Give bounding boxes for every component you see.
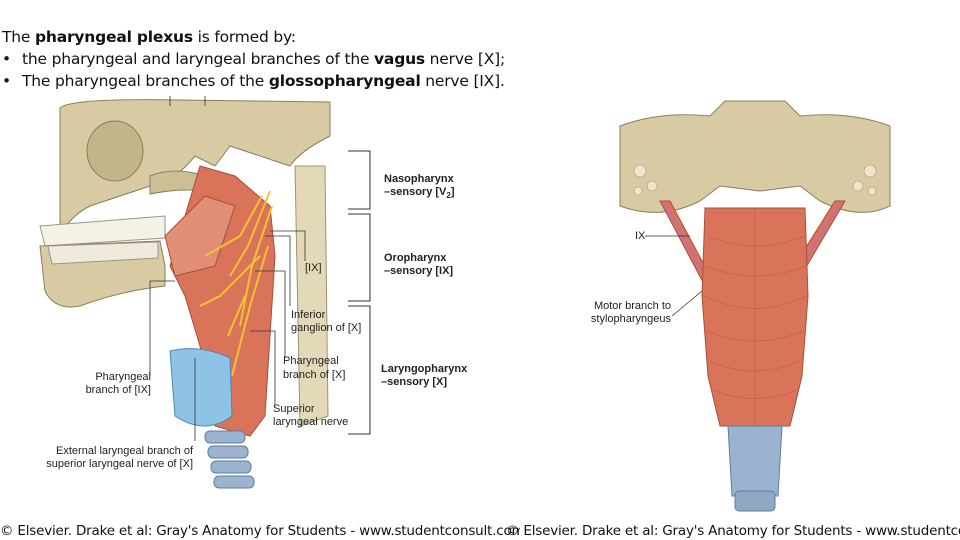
orbit-shape	[86, 120, 144, 182]
buccinator-muscle	[164, 195, 236, 277]
label-oropharynx: Oropharynx	[384, 252, 447, 264]
label-motor-branch-line2: stylopharyngeus	[590, 313, 671, 325]
heading-intro: The pharyngeal plexus is formed by:	[2, 28, 296, 46]
muscle-fibers	[704, 208, 808, 426]
heading-item-vagus: •the pharyngeal and laryngeal branches o…	[2, 50, 505, 68]
label-pharyngeal-branch-ix-line1: Pharyngeal	[95, 371, 151, 383]
label-ix-right: IX	[635, 230, 646, 242]
label-laryngopharynx-sensory: –sensory [X]	[381, 376, 448, 388]
thyroid-cartilage	[169, 348, 233, 427]
leader-motor-branch	[671, 290, 703, 317]
label-nasopharynx-sensory: –sensory [V2]	[384, 186, 455, 201]
esophagus	[727, 425, 783, 497]
label-external-laryngeal-line2: superior laryngeal nerve of [X]	[46, 458, 193, 470]
label-superior-laryngeal-line1: Superior	[273, 403, 315, 415]
trachea-end	[734, 490, 776, 512]
heading-item-glossopharyngeal: •The pharyngeal branches of the glossoph…	[2, 72, 505, 90]
label-nasopharynx: Nasopharynx	[384, 173, 454, 185]
credit-left: © Elsevier. Drake et al: Gray's Anatomy …	[0, 523, 520, 539]
credit-right: © Elsevier. Drake et al: Gray's Anatomy …	[506, 523, 960, 539]
glossopharyngeal-nerve-left	[662, 203, 710, 282]
leader-lines	[149, 96, 306, 441]
lateral-pharynx-illustration	[39, 96, 371, 489]
posterior-pharynx-illustration	[619, 100, 891, 512]
label-external-laryngeal-line1: External laryngeal branch of	[56, 445, 193, 457]
label-oropharynx-sensory: –sensory [IX]	[384, 265, 454, 277]
label-laryngopharynx: Laryngopharynx	[381, 363, 468, 375]
label-ix: [IX]	[305, 262, 322, 274]
label-inferior-ganglion-line2: ganglion of [X]	[291, 322, 362, 334]
label-motor-branch-line1: Motor branch to	[593, 300, 671, 312]
label-inferior-ganglion-line1: Inferior	[291, 309, 326, 321]
label-pharyngeal-branch-x-line2: branch of [X]	[283, 369, 346, 381]
trachea-rings	[204, 430, 255, 489]
slide-heading: The pharyngeal plexus is formed by: •the…	[2, 26, 505, 92]
lower-teeth	[47, 241, 159, 265]
cervical-vertebrae	[294, 165, 329, 427]
skull-base-shape	[619, 100, 891, 213]
region-brackets	[348, 150, 371, 435]
label-pharyngeal-branch-x-line1: Pharyngeal	[283, 355, 339, 367]
label-pharyngeal-branch-ix-line2: branch of [IX]	[85, 384, 151, 396]
nerve-fibers	[199, 190, 273, 377]
label-superior-laryngeal-line2: laryngeal nerve	[273, 416, 349, 428]
mastoid-air-cells	[633, 164, 877, 196]
